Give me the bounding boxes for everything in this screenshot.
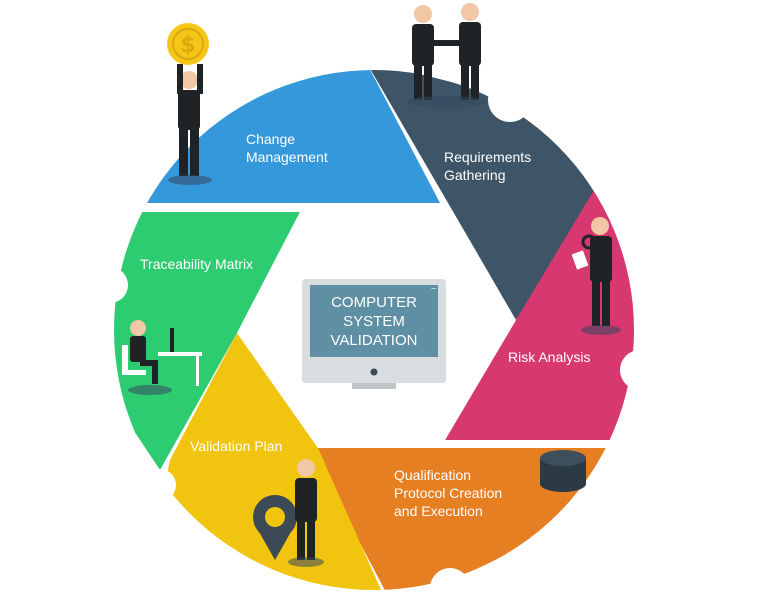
thigh bbox=[140, 360, 158, 366]
power-button[interactable] bbox=[370, 368, 378, 376]
leg-right bbox=[190, 128, 199, 176]
arm-raised-2 bbox=[197, 64, 203, 94]
leg bbox=[461, 64, 469, 100]
desk-computer-icon bbox=[122, 320, 202, 395]
leg bbox=[297, 520, 305, 560]
label-change-management-2: Management bbox=[246, 149, 328, 165]
leg-left bbox=[179, 128, 188, 176]
label-requirements-gathering-2: Gathering bbox=[444, 167, 505, 183]
businessman-with-pin bbox=[253, 459, 324, 567]
db-top bbox=[540, 450, 586, 466]
leg bbox=[471, 64, 479, 100]
label-qualification-2: Protocol Creation bbox=[394, 485, 502, 501]
monitor-screen bbox=[310, 285, 438, 357]
torso bbox=[590, 236, 612, 282]
label-requirements-gathering-1: Requirements bbox=[444, 149, 531, 165]
businessman-with-magnifier bbox=[571, 217, 621, 335]
torso-right bbox=[459, 22, 481, 66]
segment-labels: Change Management Requirements Gathering… bbox=[140, 131, 590, 519]
torso bbox=[295, 478, 317, 522]
head bbox=[180, 71, 198, 89]
label-validation-plan: Validation Plan bbox=[190, 438, 282, 454]
center-title-line-2: SYSTEM bbox=[343, 313, 405, 330]
desk-monitor bbox=[170, 328, 174, 352]
head-right bbox=[461, 3, 479, 21]
leg bbox=[424, 64, 432, 100]
segment-change-management bbox=[140, 70, 440, 203]
label-qualification-3: and Execution bbox=[394, 503, 483, 519]
torso bbox=[178, 90, 200, 130]
magnifier-icon bbox=[581, 234, 597, 250]
coin-inner-ring bbox=[172, 28, 204, 60]
chair-back bbox=[122, 345, 128, 375]
desk-leg bbox=[196, 356, 199, 386]
label-risk-analysis: Risk Analysis bbox=[508, 349, 590, 365]
paper-sheet bbox=[571, 250, 589, 270]
label-change-management-1: Change bbox=[246, 131, 295, 147]
pin-hole bbox=[265, 507, 285, 527]
shadow bbox=[128, 385, 172, 395]
segment-traceability-matrix bbox=[114, 212, 300, 470]
gear-notches bbox=[92, 42, 660, 608]
leg bbox=[602, 280, 610, 326]
shaking-arms bbox=[432, 40, 460, 46]
torso bbox=[130, 336, 146, 362]
pin-tip bbox=[258, 530, 292, 560]
leg bbox=[307, 520, 315, 560]
label-qualification-1: Qualification bbox=[394, 467, 471, 483]
handshake-icon bbox=[407, 3, 487, 108]
monitor-stand bbox=[352, 383, 396, 389]
head-left bbox=[414, 5, 432, 23]
shin bbox=[152, 360, 158, 384]
arm-raised bbox=[177, 64, 183, 94]
chair-seat bbox=[122, 370, 146, 375]
shadow bbox=[168, 175, 212, 185]
label-traceability-matrix: Traceability Matrix bbox=[140, 256, 253, 272]
desk-top bbox=[158, 352, 202, 356]
database-icon bbox=[540, 450, 586, 492]
leg bbox=[592, 280, 600, 326]
monitor: ⌔ COMPUTER SYSTEM VALIDATION bbox=[302, 279, 446, 389]
shadow bbox=[407, 96, 487, 108]
head bbox=[591, 217, 609, 235]
leg bbox=[414, 64, 422, 100]
head bbox=[130, 320, 146, 336]
wifi-icon: ⌔ bbox=[430, 286, 438, 295]
shadow bbox=[288, 557, 324, 567]
head bbox=[297, 459, 315, 477]
center-title-line-3: VALIDATION bbox=[331, 332, 418, 349]
businessman-with-coin: $ bbox=[167, 23, 212, 185]
center-title-line-1: COMPUTER bbox=[331, 294, 417, 311]
shadow bbox=[581, 325, 621, 335]
torso-left bbox=[412, 24, 434, 66]
dollar-sign: $ bbox=[180, 33, 195, 58]
db-bottom bbox=[540, 476, 586, 492]
